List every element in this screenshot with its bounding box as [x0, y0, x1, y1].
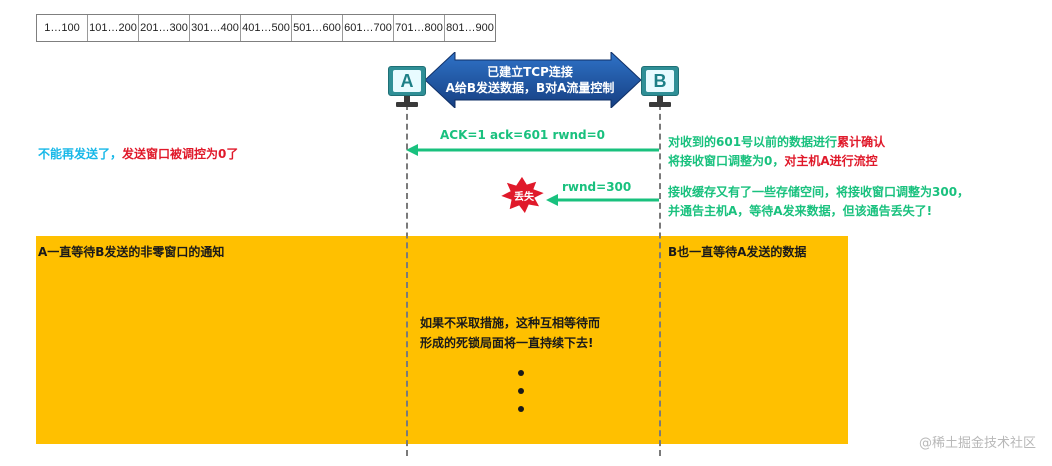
seq-range-cell: 801…900 [446, 22, 494, 34]
b-buffer-note-line-2: 并通告主机A，等待A发来数据，但该通告丢失了! [668, 204, 933, 218]
host-a-label: A [393, 70, 421, 92]
seq-range-cell: 1…100 [37, 15, 88, 41]
seq-range-cell: 401…500 [241, 15, 292, 41]
connection-banner-text: 已建立TCP连接 A给B发送数据，B对A流量控制 [440, 64, 620, 96]
seq-range-cell: 601…700 [343, 15, 394, 41]
b-buffer-note-line-1: 接收缓存又有了一些存储空间，将接收窗口调整为300， [668, 185, 970, 199]
b-ack-note: 对收到的601号以前的数据进行累计确认 [668, 131, 885, 150]
host-a-computer-icon: A [388, 66, 428, 110]
seq-range-cell: 101…200 [88, 15, 139, 41]
host-b-lifeline [659, 104, 661, 456]
ack-segment-label: ACK=1 ack=601 rwnd=0 [440, 128, 605, 142]
connection-banner-arrow [425, 52, 641, 108]
seq-range-cell: 501…600 [292, 15, 343, 41]
b-wait-text: B也一直等待A发送的数据 [668, 245, 807, 259]
seq-range-cell: 201…300 [139, 15, 190, 41]
seq-range-cell: 301…400 [190, 15, 241, 41]
ellipsis-dot [518, 406, 524, 412]
window-update-arrowhead [546, 194, 558, 206]
ellipsis-dot [518, 370, 524, 376]
b-flow-note: 将接收窗口调整为0，对主机A进行流控 [668, 150, 878, 169]
b-flow-highlight: 对主机A进行流控 [784, 154, 878, 168]
a-stop-text: 不能再发送了， [38, 147, 123, 161]
lost-badge-label: 丢失 [514, 192, 534, 203]
host-b-label: B [646, 70, 674, 92]
deadlock-region [36, 236, 848, 444]
b-ack-text: 对收到的601号以前的数据进行 [668, 135, 838, 149]
host-b-computer-icon: B [641, 66, 681, 110]
deadlock-line-1: 如果不采取措施，这种互相等待而 [420, 316, 601, 330]
host-a-monitor: A [388, 66, 426, 96]
sequence-number-strip: 1…100 101…200 201…300 301…400 401…500 50… [36, 14, 496, 42]
seq-range-cell: 701…800 [394, 15, 445, 41]
ellipsis-dot [518, 388, 524, 394]
host-b-monitor: B [641, 66, 679, 96]
a-wait-text: A一直等待B发送的非零窗口的通知 [38, 245, 225, 259]
a-window-text: 发送窗口被调控为0了 [122, 147, 239, 161]
host-a-lifeline [406, 104, 408, 456]
b-flow-text: 将接收窗口调整为0， [668, 154, 785, 168]
watermark: @稀土掘金技术社区 [918, 436, 1036, 451]
banner-line-1: 已建立TCP连接 [487, 65, 573, 79]
banner-line-2: A给B发送数据，B对A流量控制 [445, 81, 615, 95]
window-update-label: rwnd=300 [562, 180, 632, 194]
b-ack-highlight: 累计确认 [837, 135, 886, 149]
a-window-note: 不能再发送了，发送窗口被调控为0了 [38, 143, 238, 162]
ack-segment-arrowhead [406, 144, 418, 156]
lost-burst-icon [498, 175, 547, 215]
deadlock-line-2: 形成的死锁局面将一直持续下去! [420, 336, 594, 350]
